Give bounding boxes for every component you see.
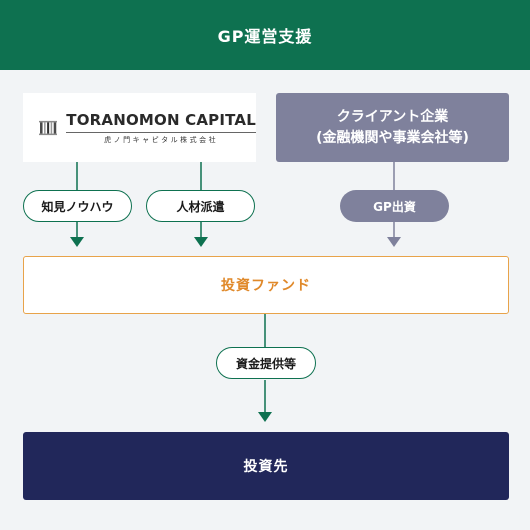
toranomon-capital-logo-box: TORANOMON CAPITAL 虎ノ門キャピタル株式会社 [23,93,256,162]
arrow-knowhow-fund [70,237,84,247]
logo-divider [66,131,256,133]
arrow-staff-fund [194,237,208,247]
flow-label-gp-investment: GP出資 [340,190,449,222]
flow-label-staff: 人材派遣 [146,190,255,222]
investee-label: 投資先 [243,459,289,475]
flow-label-knowhow: 知見ノウハウ [23,190,132,222]
arrow-gp-fund [387,237,401,247]
fund-label: 投資ファンド [221,278,311,294]
knowhow-text: 知見ノウハウ [41,199,114,214]
funding-text: 資金提供等 [235,356,296,371]
logo-company-name: TORANOMON CAPITAL [66,110,256,129]
toranomon-logo-icon [39,120,58,135]
flow-label-funding: 資金提供等 [216,347,316,379]
client-company-box: クライアント企業 (金融機関や事業会社等) [276,93,509,162]
logo-company-subtitle: 虎ノ門キャピタル株式会社 [104,135,219,144]
staff-text: 人材派遣 [176,199,225,214]
header-banner: GP運営支援 [0,0,530,70]
header-title: GP運営支援 [217,27,313,46]
investment-fund-box: 投資ファンド [23,256,509,314]
gp-investment-text: GP出資 [373,199,416,214]
investee-box: 投資先 [23,432,509,500]
client-label: クライアント企業 [336,108,449,125]
arrow-funding-target [258,412,272,422]
client-sublabel: (金融機関や事業会社等) [316,129,469,146]
